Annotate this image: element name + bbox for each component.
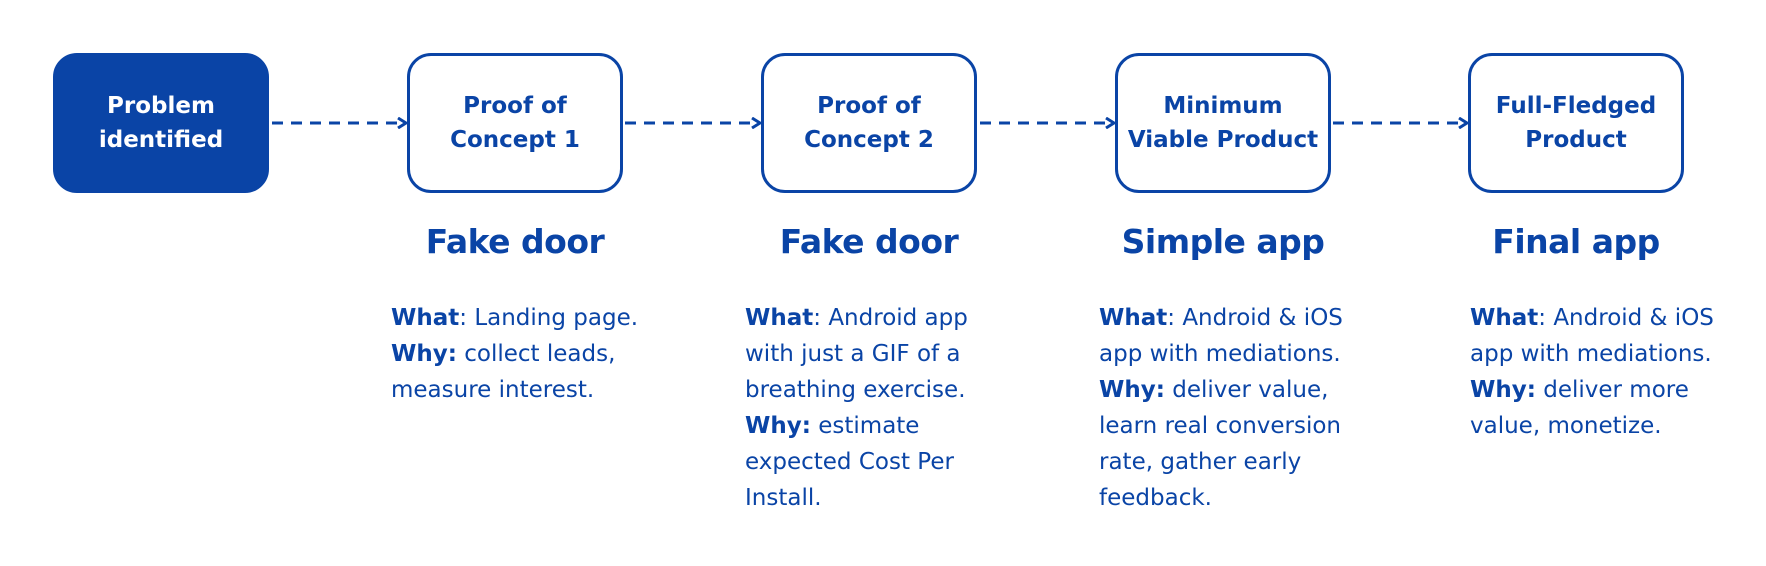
stage-proof-of-concept-1: Proof of Concept 1 (407, 53, 623, 193)
stage-label: Proof of Concept 2 (804, 93, 934, 153)
what-text: Android app (821, 305, 968, 331)
why-line: Why: deliver more (1470, 372, 1740, 408)
what-label: What (1099, 305, 1168, 331)
why-line: feedback. (1099, 480, 1369, 516)
what-line: breathing exercise. (745, 372, 1015, 408)
why-line: Why: deliver value, (1099, 372, 1369, 408)
why-line: measure interest. (391, 372, 661, 408)
why-text: feedback. (1099, 485, 1212, 511)
what-line: What: Android & iOS (1470, 300, 1740, 336)
what-text: with just a GIF of a (745, 341, 961, 367)
what-separator: : (813, 305, 822, 331)
why-line: value, monetize. (1470, 408, 1740, 444)
why-text: learn real conversion (1099, 413, 1342, 439)
stage-description: What: Android & iOS app with mediations. W… (1099, 300, 1369, 516)
stage-label: Proof of Concept 1 (450, 93, 580, 153)
stage-description: What: Android & iOS app with mediations. W… (1470, 300, 1740, 444)
what-text: Landing page. (467, 305, 639, 331)
stage-label: Full-Fledged Product (1495, 93, 1657, 153)
stage-heading: Fake door (779, 222, 959, 261)
why-text: estimate (810, 413, 920, 439)
what-line: app with mediations. (1099, 336, 1369, 372)
stage-proof-of-concept-2: Proof of Concept 2 (761, 53, 977, 193)
what-text: breathing exercise. (745, 377, 966, 403)
why-text: deliver more (1535, 377, 1689, 403)
stage-heading: Simple app (1121, 222, 1325, 261)
why-text: value, monetize. (1470, 413, 1662, 439)
stage-heading: Final app (1492, 222, 1660, 261)
why-line: Why: collect leads, (391, 336, 661, 372)
what-text: Android & iOS (1175, 305, 1343, 331)
what-label: What (1470, 305, 1539, 331)
why-label: Why: (1099, 377, 1165, 403)
what-label: What (391, 305, 460, 331)
why-text: measure interest. (391, 377, 595, 403)
what-separator: : (1538, 305, 1547, 331)
stage-label: Problem identified (98, 93, 224, 153)
what-text: app with mediations. (1099, 341, 1341, 367)
stage-minimum-viable-product: Minimum Viable Product (1115, 53, 1331, 193)
stage-description: What: Android app with just a GIF of a bre… (745, 300, 1015, 516)
why-line: expected Cost Per (745, 444, 1015, 480)
stage-problem-identified: Problem identified (53, 53, 269, 193)
what-text: app with mediations. (1470, 341, 1712, 367)
why-line: Why: estimate (745, 408, 1015, 444)
why-label: Why: (391, 341, 457, 367)
why-text: deliver value, (1164, 377, 1329, 403)
why-label: Why: (1470, 377, 1536, 403)
what-line: What: Android app (745, 300, 1015, 336)
what-separator: : (459, 305, 468, 331)
why-line: learn real conversion (1099, 408, 1369, 444)
what-line: What: Android & iOS (1099, 300, 1369, 336)
what-text: Android & iOS (1546, 305, 1714, 331)
stage-description: What: Landing page.Why: collect leads,me… (391, 300, 661, 408)
why-text: Install. (745, 485, 822, 511)
why-text: rate, gather early (1099, 449, 1302, 475)
why-text: collect leads, (456, 341, 616, 367)
stage-label: Minimum Viable Product (1127, 93, 1319, 153)
what-line: with just a GIF of a (745, 336, 1015, 372)
why-line: Install. (745, 480, 1015, 516)
stage-full-fledged-product: Full-Fledged Product (1468, 53, 1684, 193)
what-line: app with mediations. (1470, 336, 1740, 372)
stage-heading: Fake door (425, 222, 605, 261)
why-text: expected Cost Per (745, 449, 954, 475)
what-label: What (745, 305, 814, 331)
why-label: Why: (745, 413, 811, 439)
what-separator: : (1167, 305, 1176, 331)
what-line: What: Landing page. (391, 300, 661, 336)
why-line: rate, gather early (1099, 444, 1369, 480)
